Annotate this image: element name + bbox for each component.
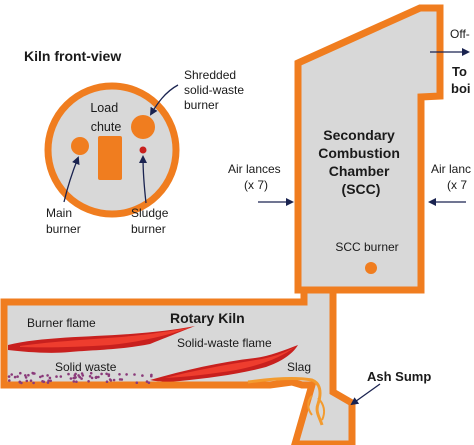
sludge-burner-arrow <box>139 155 148 204</box>
slag-label: Slag <box>287 360 311 374</box>
solid-waste-dot <box>10 373 13 376</box>
solid-waste-dot <box>133 373 136 376</box>
solid-waste-dot <box>24 376 28 379</box>
solid-waste-dot <box>32 381 35 385</box>
solid-waste-dot <box>105 380 109 384</box>
solid-waste-dot <box>141 374 144 377</box>
solid-waste-dot <box>80 372 84 375</box>
solid-waste-dot <box>118 378 122 381</box>
solid-waste-dot <box>46 374 49 377</box>
solid-waste-dot <box>88 375 92 378</box>
solid-waste-dot <box>135 381 139 385</box>
shredded-burner-arrow <box>149 84 179 116</box>
solid-waste-dot <box>100 372 103 376</box>
main-burner-circle <box>71 137 89 155</box>
solid-waste-dot <box>24 374 27 377</box>
solid-waste-dot <box>27 373 30 377</box>
solid-waste-dot <box>13 375 17 379</box>
solid-waste-dot <box>78 375 81 379</box>
solid-waste-dot <box>49 379 52 383</box>
solid-waste-dot <box>48 376 52 380</box>
solid-waste-dot <box>59 375 63 378</box>
solid-waste-dot <box>67 372 70 376</box>
ash-sump-arrow <box>350 383 381 406</box>
solid-waste-dot <box>109 379 113 382</box>
solid-waste-dot <box>41 380 44 383</box>
solid-waste-dot <box>74 372 77 376</box>
scc-burner-label: SCC burner <box>335 240 398 254</box>
solid-waste-dot <box>7 375 11 378</box>
main-burner-arrow <box>63 156 80 203</box>
burner-flame-highlight <box>20 327 192 348</box>
solid-waste-dot <box>55 375 58 378</box>
chamber-outline <box>0 4 444 445</box>
solid-waste-dot <box>145 380 149 383</box>
scc-burner-circle <box>365 262 377 274</box>
solid-waste-dot <box>29 379 33 383</box>
ash-sump-label: Ash Sump <box>367 369 431 384</box>
solid-waste-flame-highlight <box>165 347 295 378</box>
solid-waste-dot <box>97 375 100 379</box>
solid-waste-dot <box>41 374 44 378</box>
air-lances-right-label: Air lanc (x 7 <box>431 162 474 192</box>
front-view-title: Kiln front-view <box>24 48 121 64</box>
sludge-burner-dot <box>139 146 147 154</box>
solid-waste-dot <box>16 375 19 378</box>
solid-waste-dot <box>112 378 116 382</box>
solid-waste-dot <box>80 377 83 380</box>
to-boiler-label-1: To <box>452 64 467 79</box>
solid-waste-dot <box>46 381 50 384</box>
offgas-label: Off- <box>450 27 470 41</box>
shredded-burner-label: Shredded solid-waste burner <box>184 68 247 112</box>
solid-waste-dot <box>8 379 11 382</box>
load-chute-rect <box>98 136 122 180</box>
solid-waste-dot <box>118 373 121 376</box>
solid-waste-dot <box>89 371 93 375</box>
solid-waste-label: Solid waste <box>55 360 117 374</box>
sludge-burner-label: Sludge burner <box>131 206 172 236</box>
solid-waste-dot <box>94 376 98 380</box>
air-lances-left-label: Air lances (x 7) <box>228 162 284 192</box>
solid-waste-dot <box>72 380 76 383</box>
solid-waste-dot <box>147 381 151 385</box>
solid-waste-dot <box>87 380 90 383</box>
solid-waste-flame-label: Solid-waste flame <box>177 336 272 350</box>
rotary-kiln-title: Rotary Kiln <box>170 310 245 326</box>
solid-waste-dot <box>75 380 78 384</box>
solid-waste-dot <box>19 371 22 375</box>
main-burner-label: Main burner <box>46 206 81 236</box>
solid-waste-dots <box>7 371 153 385</box>
burner-flame-label: Burner flame <box>27 316 96 330</box>
solid-waste-dot <box>90 376 94 380</box>
solid-waste-dot <box>69 377 73 380</box>
solid-waste-dot <box>150 374 153 378</box>
solid-waste-dot <box>125 373 128 376</box>
solid-waste-dot <box>105 372 108 376</box>
shredded-burner-circle <box>131 115 155 139</box>
solid-waste-dot <box>31 371 34 375</box>
load-chute-label: Load chute <box>90 101 121 134</box>
solid-waste-flame <box>150 345 298 382</box>
slag-drip <box>307 395 326 421</box>
slag-stream <box>247 377 324 426</box>
solid-waste-dot <box>107 374 111 378</box>
scc-title: Secondary Combustion Chamber (SCC) <box>318 127 404 197</box>
to-boiler-label-2: boi <box>451 81 471 96</box>
solid-waste-dot <box>20 381 23 385</box>
solid-waste-dot <box>25 379 29 383</box>
solid-waste-dot <box>39 375 42 379</box>
solid-waste-dot <box>74 376 77 379</box>
